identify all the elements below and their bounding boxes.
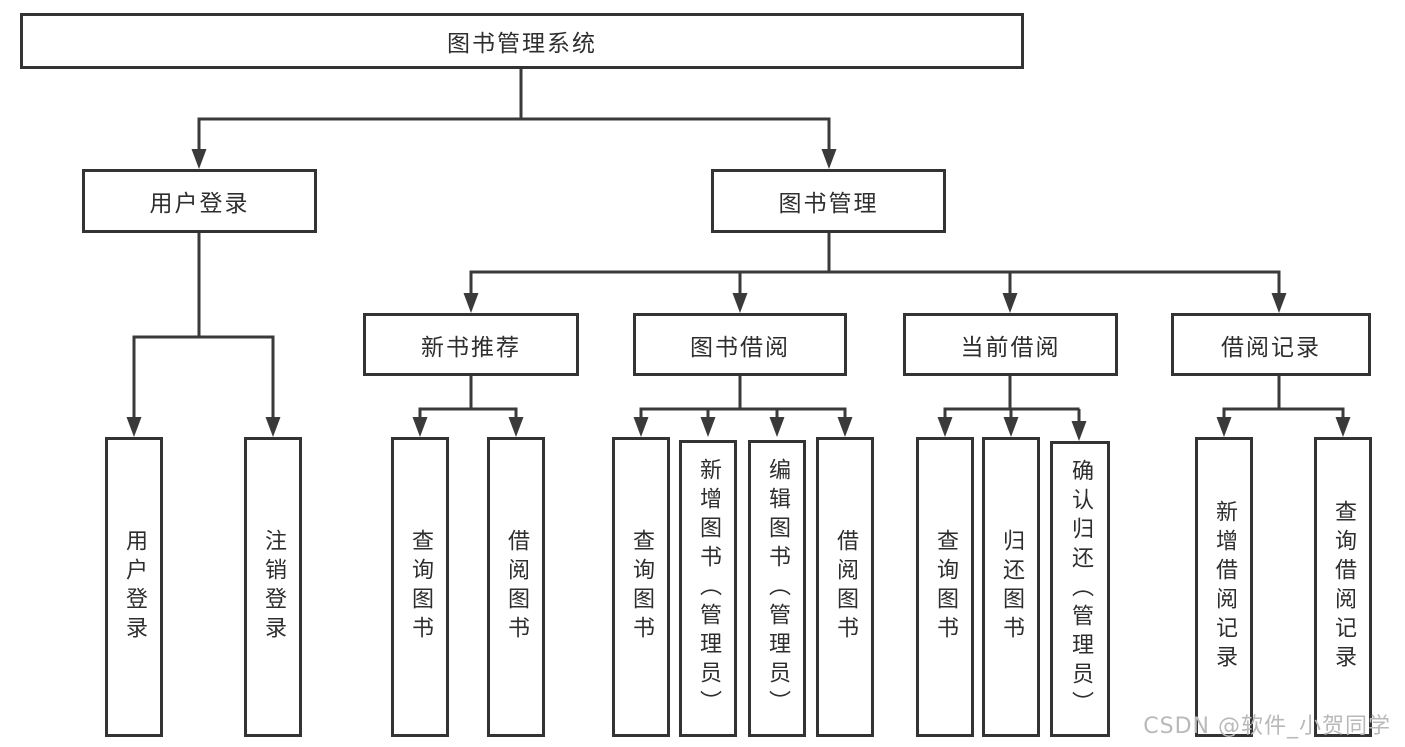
node-current-borrowing: 当前借阅: [903, 313, 1118, 376]
leaf-user-login: 用户登录: [105, 437, 163, 737]
leaf-confirm-return-admin: 确认归还（管理员）: [1050, 441, 1110, 737]
leaf-edit-book-admin: 编辑图书（管理员）: [748, 440, 806, 737]
leaf-add-book-admin: 新增图书（管理员）: [679, 440, 737, 737]
leaf-query-borrow-record: 查询借阅记录: [1314, 437, 1372, 737]
leaf-add-borrow-record: 新增借阅记录: [1195, 437, 1253, 737]
arrowheads: [126, 118, 1351, 441]
node-user-login: 用户登录: [82, 169, 317, 233]
node-new-book-recommendation: 新书推荐: [363, 313, 579, 376]
leaf-query-books-recommend: 查询图书: [391, 437, 449, 737]
node-borrowing-records: 借阅记录: [1171, 313, 1371, 376]
watermark: CSDN @软件_小贺同学: [1143, 714, 1391, 739]
leaf-return-books: 归还图书: [982, 437, 1040, 737]
connector-trunk-paths: [132, 69, 1345, 411]
leaf-borrow-books-borrow: 借阅图书: [816, 437, 874, 737]
leaf-query-books-borrow: 查询图书: [612, 437, 670, 737]
leaf-borrow-books-recommend: 借阅图书: [487, 437, 545, 737]
leaf-logout: 注销登录: [244, 437, 302, 737]
node-book-management: 图书管理: [711, 169, 946, 233]
node-library-system: 图书管理系统: [20, 13, 1024, 69]
node-book-borrowing: 图书借阅: [633, 313, 847, 376]
leaf-query-books-current: 查询图书: [916, 437, 974, 737]
